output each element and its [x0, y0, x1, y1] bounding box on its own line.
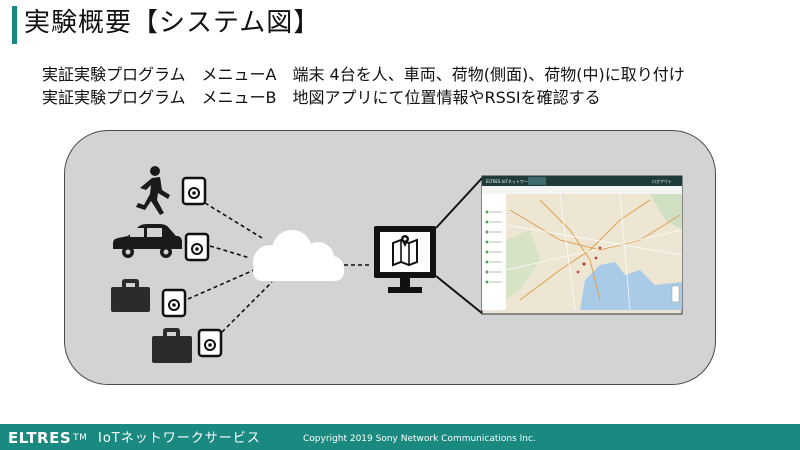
device-tag-icon [161, 288, 187, 318]
link-bag-side [187, 269, 255, 300]
footer-copyright: Copyright 2019 Sony Network Communicatio… [303, 434, 536, 444]
link-car [209, 245, 251, 259]
link-person [204, 202, 263, 239]
cloud-icon [253, 230, 344, 281]
menu-a-description: 実証実験プログラム メニューA 端末 4台を人、車両、荷物(側面)、荷物(中)に… [42, 65, 685, 84]
device-tag-icon [181, 176, 207, 206]
menu-b-description: 実証実験プログラム メニューB 地図アプリにて位置情報やRSSIを確認する [42, 88, 601, 107]
briefcase-icon [152, 328, 192, 363]
trademark: TM [73, 433, 88, 443]
car-icon [113, 224, 182, 258]
brand-name: ELTRES [8, 429, 72, 447]
svg-text:ログアウト: ログアウト [652, 178, 672, 184]
svg-text:ELTRES IoTネットワーク: ELTRES IoTネットワーク [486, 178, 532, 184]
footer-service-name: IoTネットワークサービス [98, 431, 261, 446]
page-title: 実験概要【システム図】 [24, 8, 321, 38]
monitor-map-icon [374, 226, 436, 293]
connection-lines [187, 202, 372, 333]
person-running-icon [136, 166, 170, 215]
map-screenshot: ELTRES IoTネットワーク ログアウト [481, 175, 683, 315]
device-tag-icon [197, 328, 223, 358]
device-tag-icon [184, 232, 210, 262]
footer-bar [0, 424, 800, 450]
briefcase-icon [111, 279, 150, 312]
link-bag-inside [221, 281, 273, 333]
title-accent-bar [12, 6, 17, 44]
